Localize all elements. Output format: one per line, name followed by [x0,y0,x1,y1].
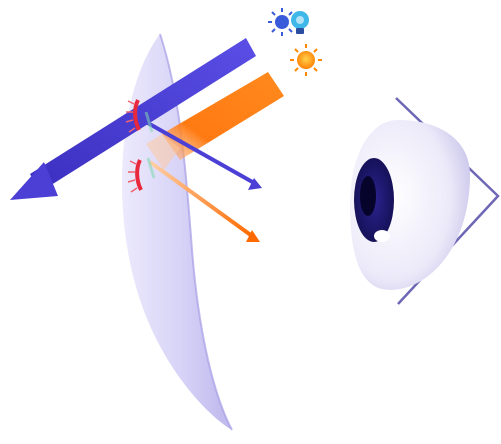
sun-icon [290,44,322,76]
digital-device-icon [291,11,309,34]
eye-highlight [374,230,390,242]
pupil [360,176,376,216]
eye [350,98,498,304]
